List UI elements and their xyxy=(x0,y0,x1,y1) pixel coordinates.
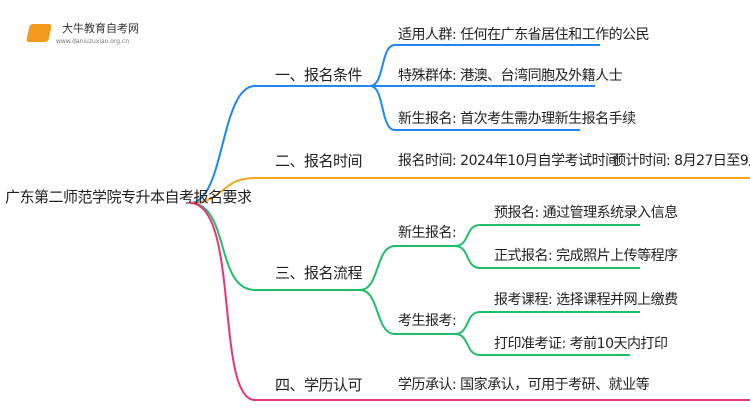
leaf: 特殊群体: 港澳、台湾同胞及外籍人士 xyxy=(398,68,623,84)
branch-label: 四、学历认可 xyxy=(275,376,363,394)
branch-3-lines xyxy=(189,202,640,356)
leaf: 报考课程: 选择课程并网上缴费 xyxy=(494,292,678,308)
branch-label: 一、报名条件 xyxy=(275,66,363,84)
branch-1-lines xyxy=(189,44,600,204)
leaf: 预计时间: 8月27日至9月7日 xyxy=(612,153,750,169)
branch-2-lines xyxy=(189,177,750,204)
logo-name: 大牛教育自考网 xyxy=(62,22,139,35)
logo-url: www.daniuzuxiao.org.cn xyxy=(56,38,130,45)
leaf: 适用人群: 任何在广东省居住和工作的公民 xyxy=(398,27,650,43)
branch-4-lines xyxy=(189,202,750,401)
leaf: 新生报名: 首次考生需办理新生报名手续 xyxy=(398,111,636,127)
root-topic: 广东第二师范学院专升本自考报名要求 xyxy=(5,188,252,206)
leaf: 正式报名: 完成照片上传等程序 xyxy=(494,248,678,264)
sub-label: 考生报考: xyxy=(398,313,457,329)
leaf: 预报名: 通过管理系统录入信息 xyxy=(494,205,678,221)
leaf: 报名时间: 2024年10月自学考试时间 xyxy=(398,153,619,169)
leaf: 打印准考证: 考前10天内打印 xyxy=(494,336,668,352)
sub-label: 新生报名: xyxy=(398,225,457,241)
leaf: 学历承认: 国家承认，可用于考研、就业等 xyxy=(398,377,650,393)
branch-label: 三、报名流程 xyxy=(275,264,363,282)
branch-label: 二、报名时间 xyxy=(275,152,363,170)
